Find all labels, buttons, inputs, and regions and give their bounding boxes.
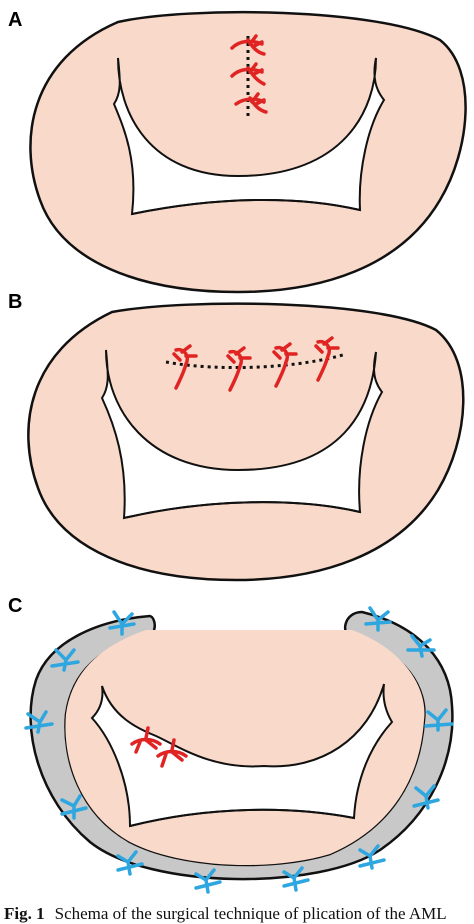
panel-c: C bbox=[8, 595, 454, 894]
panel-a-posterior-leaflet-edge bbox=[131, 198, 361, 215]
panel-b: B bbox=[8, 291, 465, 582]
panel-c-suture-red bbox=[130, 726, 188, 768]
panel-c-posterior-leaflet-edge bbox=[129, 808, 355, 827]
panel-b-posterior-leaflet-edge bbox=[123, 501, 361, 519]
panel-c-orifice bbox=[90, 683, 394, 828]
panel-b-annulus bbox=[27, 302, 465, 582]
panel-c-suture-blue bbox=[24, 606, 454, 894]
panel-a-orifice bbox=[112, 57, 386, 216]
panel-b-orifice bbox=[100, 349, 384, 520]
panel-a-annulus bbox=[29, 10, 467, 294]
panel-a-label: A bbox=[8, 9, 22, 31]
figure-caption: Fig. 1 Schema of the surgical technique o… bbox=[4, 904, 474, 924]
panel-b-label: B bbox=[8, 291, 22, 313]
panel-c-label: C bbox=[8, 595, 22, 617]
figure-number: Fig. 1 bbox=[4, 904, 45, 923]
panel-a: A bbox=[8, 9, 467, 294]
panel-a-suture-red bbox=[230, 34, 268, 114]
figure-caption-text: Schema of the surgical technique of plic… bbox=[54, 904, 447, 923]
panel-b-suture-red bbox=[172, 336, 340, 392]
